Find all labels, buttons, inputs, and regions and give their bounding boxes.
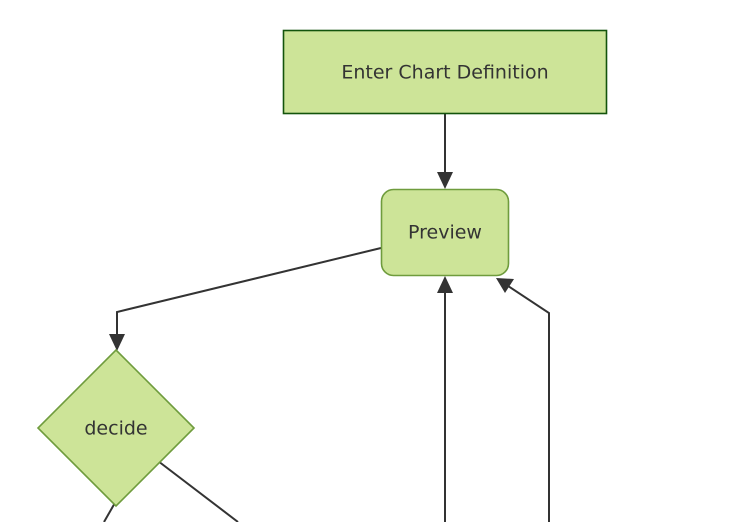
edge-return-right-to-preview (496, 278, 550, 522)
node-enter-chart-definition-shape[interactable] (282, 29, 608, 115)
edge-layer (103, 114, 550, 522)
node-preview-label: Preview (408, 222, 482, 244)
node-preview-shape[interactable] (380, 188, 510, 277)
node-layer: Enter Chart Definition Preview decide (36, 29, 608, 508)
arrowhead-up-into-preview-center (437, 276, 453, 293)
edge-return-right-line (504, 283, 550, 522)
edge-preview-to-decide-line (116, 247, 382, 339)
node-enter-chart-definition[interactable]: Enter Chart Definition (282, 29, 608, 115)
arrowhead-down-into-decide (109, 334, 125, 351)
arrowhead-up-into-preview-right (496, 278, 514, 293)
node-enter-chart-definition-label: Enter Chart Definition (341, 62, 548, 84)
edge-decide-to-bottom-right (157, 460, 239, 522)
edge-decide-right-line (157, 460, 239, 522)
edge-return-center-to-preview (437, 276, 453, 522)
node-preview[interactable]: Preview (380, 188, 510, 277)
edge-preview-to-decide (109, 247, 382, 351)
node-decide-shape[interactable] (36, 348, 196, 508)
arrowhead-down-into-preview (437, 172, 453, 189)
node-decide-label: decide (84, 418, 147, 440)
edge-enter-to-preview (437, 114, 453, 189)
node-decide[interactable]: decide (36, 348, 196, 508)
